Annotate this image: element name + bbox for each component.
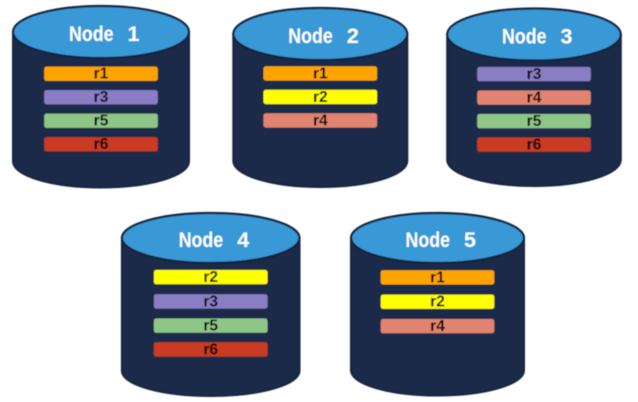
svg-text:r2: r2	[430, 294, 445, 311]
svg-text:r6: r6	[527, 137, 542, 154]
svg-text:Node: Node	[406, 228, 451, 252]
svg-text:Node: Node	[502, 24, 547, 48]
svg-text:2: 2	[347, 24, 359, 48]
svg-text:r3: r3	[527, 66, 542, 83]
svg-text:r3: r3	[94, 89, 109, 106]
svg-text:r4: r4	[527, 90, 542, 107]
svg-text:1: 1	[128, 22, 140, 46]
svg-text:r5: r5	[94, 113, 109, 130]
svg-text:r5: r5	[527, 113, 542, 130]
svg-text:r6: r6	[94, 136, 109, 153]
svg-text:Node: Node	[288, 24, 333, 48]
svg-text:r3: r3	[203, 293, 218, 310]
svg-text:4: 4	[237, 228, 249, 252]
svg-text:r1: r1	[94, 66, 109, 83]
svg-text:r2: r2	[313, 89, 328, 106]
svg-text:r1: r1	[313, 65, 328, 82]
svg-text:r4: r4	[430, 318, 445, 335]
svg-text:r2: r2	[203, 269, 218, 286]
svg-text:r5: r5	[203, 318, 218, 335]
svg-text:Node: Node	[69, 22, 114, 46]
svg-text:r6: r6	[203, 341, 218, 358]
svg-text:Node: Node	[179, 228, 224, 252]
svg-text:r4: r4	[313, 112, 328, 129]
svg-text:5: 5	[464, 228, 476, 252]
svg-text:3: 3	[561, 24, 573, 48]
svg-text:r1: r1	[430, 269, 445, 286]
